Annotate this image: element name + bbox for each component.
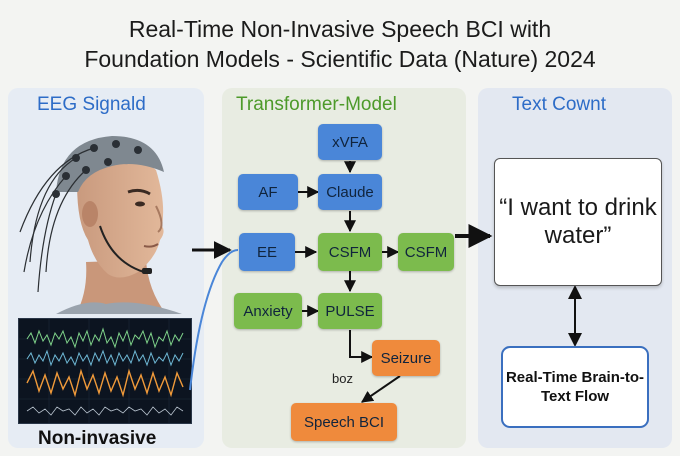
edge-seizure-speechbci (361, 375, 401, 403)
page-title: Real-Time Non-Invasive Speech BCI with F… (0, 14, 680, 74)
node-xvfa: xVFA (318, 124, 382, 160)
node-speech-bci: Speech BCI (291, 403, 397, 441)
node-csfm-1: CSFM (318, 233, 382, 271)
flow-box-label: Real-Time Brain-to-Text Flow (505, 369, 645, 405)
node-ee: EE (239, 233, 295, 271)
text-panel-title: Text Cownt (512, 94, 606, 115)
node-claude: Claude (318, 174, 382, 210)
non-invasive-caption: Non-invasive (38, 428, 157, 449)
node-anxiety: Anxiety (234, 293, 302, 329)
eeg-headset-illustration (19, 136, 182, 314)
node-seizure: Seizure (372, 340, 440, 376)
eeg-panel-title: EEG Signald (37, 94, 146, 115)
node-pulse: PULSE (318, 293, 382, 329)
title-line-2: Foundation Models - Scientific Data (Nat… (84, 46, 596, 72)
decoded-text-quote: “I want to drink water” (494, 158, 662, 286)
title-line-1: Real-Time Non-Invasive Speech BCI with (128, 16, 552, 42)
transformer-panel-title: Transformer-Model (236, 94, 397, 115)
decoded-text: “I want to drink water” (499, 194, 657, 249)
node-csfm-2: CSFM (398, 233, 454, 271)
edge-pulse-seizure (349, 330, 374, 363)
brain-to-text-flow-box: Real-Time Brain-to-Text Flow (501, 346, 649, 428)
node-af: AF (238, 174, 298, 210)
edge-label-boz: boz (332, 371, 353, 386)
eeg-waveform-image (18, 318, 192, 424)
edge-eeg-signal-curve (189, 249, 239, 391)
